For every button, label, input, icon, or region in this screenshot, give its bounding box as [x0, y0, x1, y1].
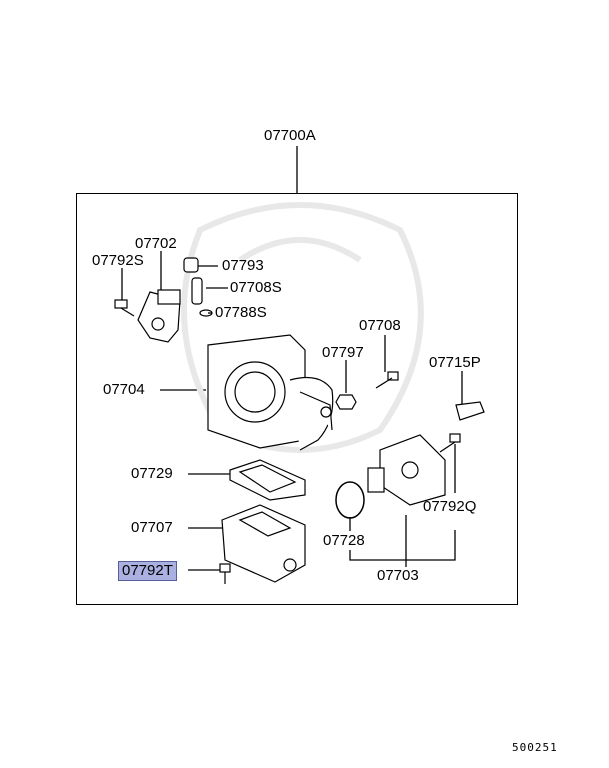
pin-icon	[191, 277, 203, 305]
screw-q-icon	[439, 433, 461, 453]
label-07704: 07704	[103, 381, 145, 398]
bolt-icon	[375, 371, 399, 389]
bracket-icon	[455, 401, 485, 421]
label-07702: 07702	[135, 235, 177, 252]
label-07707: 07707	[131, 519, 173, 536]
air-chamber-icon	[221, 504, 306, 583]
cap-icon	[183, 257, 199, 273]
o-ring-small-icon	[199, 309, 213, 317]
label-07788s: 07788S	[215, 304, 267, 321]
diagram-code: 500251	[512, 741, 558, 754]
label-07728: 07728	[323, 532, 365, 549]
label-07792t-highlighted[interactable]: 07792T	[118, 561, 177, 581]
gasket-icon	[229, 459, 306, 501]
screw-icon	[114, 299, 135, 317]
label-07797: 07797	[322, 344, 364, 361]
assembly-label: 07700A	[264, 127, 316, 144]
diagram-frame	[76, 193, 518, 605]
watermark-icon	[181, 202, 424, 453]
label-07792s: 07792S	[92, 252, 144, 269]
throttle-sensor-icon	[137, 289, 181, 343]
throttle-body-icon	[207, 334, 334, 451]
idle-control-valve-icon	[367, 434, 446, 506]
label-07729: 07729	[131, 465, 173, 482]
label-07793: 07793	[222, 257, 264, 274]
label-07792q: 07792Q	[423, 498, 477, 515]
label-07715p: 07715P	[429, 354, 481, 371]
label-07708: 07708	[359, 317, 401, 334]
bolt-t-icon	[219, 563, 231, 584]
nut-icon	[335, 394, 357, 410]
label-07703: 07703	[377, 567, 419, 584]
o-ring-large-icon	[335, 481, 365, 519]
label-07708s: 07708S	[230, 279, 282, 296]
